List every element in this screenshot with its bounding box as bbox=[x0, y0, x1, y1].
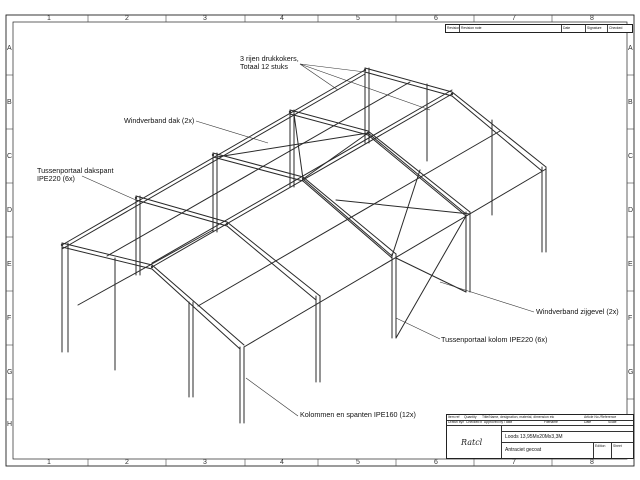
rev-cell-checked: Checked bbox=[609, 26, 623, 30]
outer-border bbox=[5, 14, 635, 467]
zone-row-f: F bbox=[7, 315, 12, 322]
zone-col-7-bottom: 7 bbox=[512, 459, 516, 466]
zone-ticks bbox=[6, 15, 634, 466]
zone-col-1-bottom: 1 bbox=[47, 459, 51, 466]
tb-scale: Scale bbox=[608, 420, 617, 424]
tb-item-ref: Item ref bbox=[448, 415, 460, 419]
callout-windverband-zijgevel: Windverband zijgevel (2x) bbox=[536, 307, 619, 316]
zone-row-c-right: C bbox=[628, 153, 634, 160]
zone-col-2-bottom: 2 bbox=[125, 459, 129, 466]
callout-dakspant-line1: Tussenportaal dakspant bbox=[37, 166, 114, 175]
callout-dakspant-line2: IPE220 (6x) bbox=[37, 174, 75, 183]
callout-drukkokers: 3 rijen drukkokers, Totaal 12 stuks bbox=[240, 55, 299, 71]
zone-col-1: 1 bbox=[47, 15, 51, 22]
zone-row-d-right: D bbox=[628, 207, 634, 214]
tb-checked-by: Checked by bbox=[466, 420, 482, 424]
zone-col-6: 6 bbox=[434, 15, 438, 22]
tb-drawn-by: Drawn by/Ontw. bbox=[448, 420, 464, 424]
zone-col-5-bottom: 5 bbox=[356, 459, 360, 466]
rev-cell-signature: Signature bbox=[586, 25, 608, 32]
callout-kolom: Tussenportaal kolom IPE220 (6x) bbox=[441, 335, 548, 344]
zone-col-4-bottom: 4 bbox=[280, 459, 284, 466]
zone-col-7: 7 bbox=[512, 15, 516, 22]
leader-lines bbox=[81, 63, 535, 417]
zone-row-g-right: G bbox=[628, 369, 634, 376]
zone-row-a-right: A bbox=[628, 45, 633, 52]
zone-row-h: H bbox=[7, 421, 13, 428]
zone-row-a: A bbox=[7, 45, 12, 52]
portal-front bbox=[61, 242, 245, 424]
zone-row-c: C bbox=[7, 153, 13, 160]
tb-edition: Edition bbox=[595, 444, 606, 448]
bolt-marks bbox=[60, 68, 454, 269]
zone-row-e: E bbox=[7, 261, 12, 268]
zone-row-g: G bbox=[7, 369, 13, 376]
tb-article-no: Article No./Reference bbox=[584, 415, 617, 419]
title-block: Item ref Quantity Title/Name, designatio… bbox=[446, 414, 634, 459]
tb-date: Date bbox=[584, 420, 592, 424]
tb-filename: Filename bbox=[544, 420, 558, 424]
tb-quantity: Quantity bbox=[464, 415, 477, 419]
revision-table: Revision Revision note Date Signature Ch… bbox=[445, 24, 633, 33]
tb-drawing-subtitle: Antraciet gecoat bbox=[505, 447, 542, 453]
callout-drukkokers-line2: Totaal 12 stuks bbox=[240, 62, 288, 71]
rev-cell-revision: Revision bbox=[447, 25, 460, 32]
callout-kolommen-spanten: Kolommen en spanten IPE160 (12x) bbox=[300, 410, 416, 419]
tb-approved-by: Approved by / date bbox=[484, 420, 512, 424]
zone-row-f-right: F bbox=[628, 315, 633, 322]
zone-col-3: 3 bbox=[203, 15, 207, 22]
zone-col-4: 4 bbox=[280, 15, 284, 22]
zone-col-5: 5 bbox=[356, 15, 360, 22]
zone-col-8-bottom: 8 bbox=[590, 459, 594, 466]
zone-row-e-right: E bbox=[628, 261, 633, 268]
zone-row-b-right: B bbox=[628, 99, 633, 106]
zone-col-8: 8 bbox=[590, 15, 594, 22]
zone-row-d: D bbox=[7, 207, 13, 214]
zone-row-b: B bbox=[7, 99, 12, 106]
rev-cell-note: Revision note bbox=[460, 25, 562, 32]
tb-sheet: Sheet bbox=[613, 444, 622, 448]
rev-cell-date: Date bbox=[562, 25, 586, 32]
inner-border bbox=[12, 21, 628, 460]
zone-col-6-bottom: 6 bbox=[434, 459, 438, 466]
steel-frame-structure bbox=[61, 67, 547, 424]
callout-drukkokers-line1: 3 rijen drukkokers, bbox=[240, 54, 299, 63]
portal-back bbox=[364, 67, 547, 253]
zone-col-2: 2 bbox=[125, 15, 129, 22]
portal-2 bbox=[135, 195, 321, 383]
tb-drawing-title: Loods 13,95Mx20Mx3,3M bbox=[505, 434, 563, 440]
tb-title-name: Title/Name, designation, material, dimen… bbox=[482, 415, 555, 419]
callout-dakspant: Tussenportaal dakspant IPE220 (6x) bbox=[37, 167, 113, 183]
company-logo: Ratcl bbox=[461, 438, 483, 447]
callout-windverband-dak: Windverband dak (2x) bbox=[124, 116, 195, 125]
zone-col-3-bottom: 3 bbox=[203, 459, 207, 466]
